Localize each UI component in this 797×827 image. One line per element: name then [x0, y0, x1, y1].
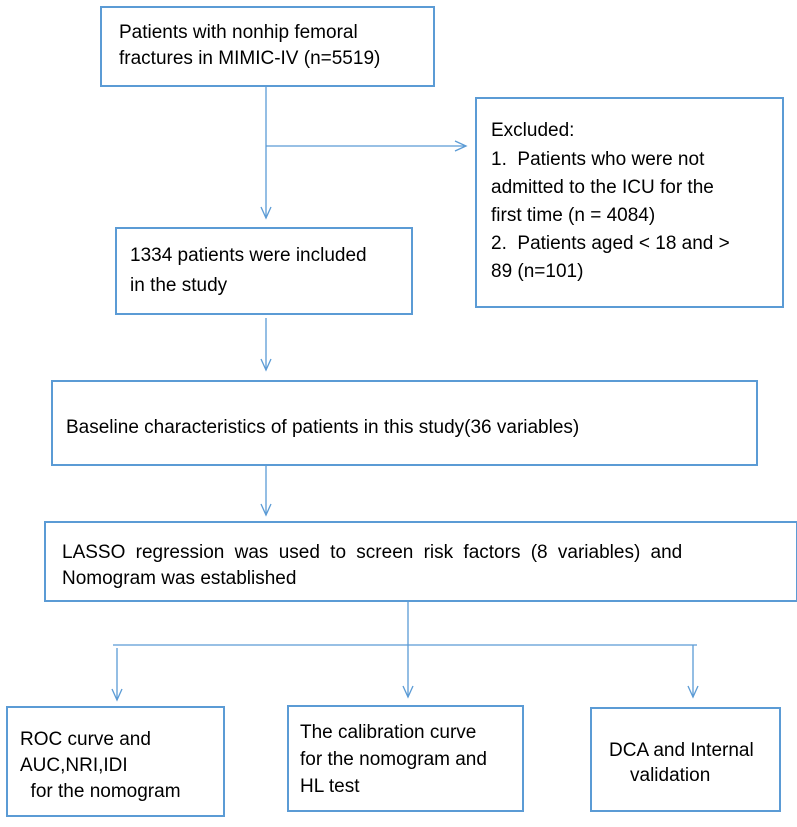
- initial-cohort-box: [100, 6, 435, 87]
- initial-cohort-line-2: fractures in MIMIC-IV (n=5519): [119, 48, 381, 69]
- calibration-line-2: for the nomogram and: [300, 749, 487, 770]
- included-box: [115, 227, 413, 315]
- baseline-box: [51, 380, 758, 466]
- dca-box: [590, 707, 781, 812]
- excluded-line-1: Excluded:: [491, 120, 575, 141]
- roc-box: [6, 706, 225, 817]
- roc-line-1: ROC curve and: [20, 729, 151, 750]
- calibration-box: [287, 705, 524, 812]
- excluded-line-5: 2. Patients aged < 18 and >: [491, 233, 730, 254]
- lasso-box: [44, 521, 797, 602]
- excluded-line-2: 1. Patients who were not: [491, 149, 705, 170]
- excluded-box: [475, 97, 784, 308]
- excluded-line-3: admitted to the ICU for the: [491, 177, 714, 198]
- roc-line-2: AUC,NRI,IDI: [20, 755, 128, 776]
- calibration-line-1: The calibration curve: [300, 722, 477, 743]
- baseline-text: Baseline characteristics of patients in …: [66, 417, 580, 438]
- initial-cohort-line-1: Patients with nonhip femoral: [119, 22, 358, 43]
- dca-line-1: DCA and Internal: [609, 740, 754, 761]
- excluded-line-4: first time (n = 4084): [491, 205, 656, 226]
- included-line-1: 1334 patients were included: [130, 245, 367, 266]
- calibration-line-3: HL test: [300, 776, 360, 797]
- dca-line-2: validation: [630, 765, 711, 786]
- excluded-line-6: 89 (n=101): [491, 261, 584, 282]
- lasso-line-1: LASSO regression was used to screen risk…: [62, 542, 683, 563]
- included-line-2: in the study: [130, 275, 228, 296]
- lasso-line-2: Nomogram was established: [62, 568, 297, 589]
- roc-line-3: for the nomogram: [20, 781, 181, 802]
